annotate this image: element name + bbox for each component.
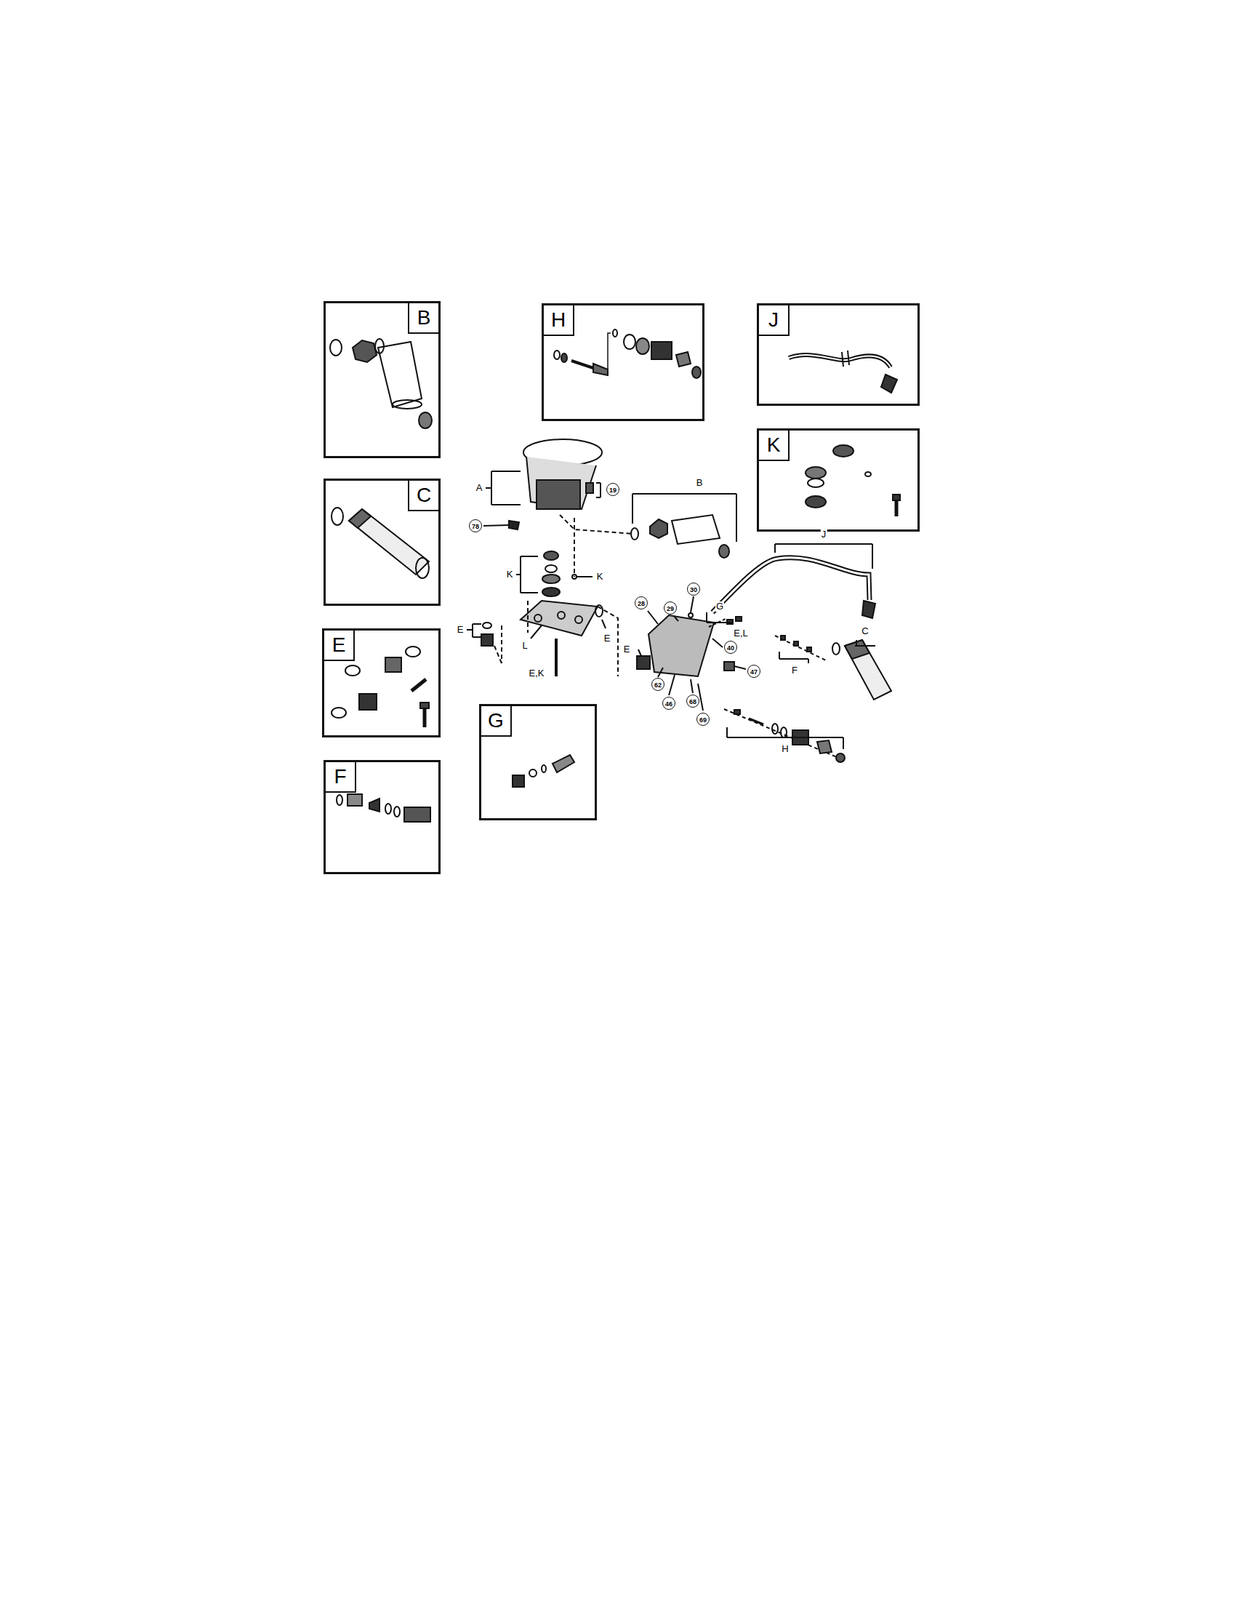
inset-box: J (756, 303, 920, 406)
callout-number: 29 (663, 601, 677, 615)
inset-box: B (323, 300, 441, 459)
inset-g-parts (512, 754, 575, 787)
inset-b-parts (330, 338, 432, 429)
callout-letter: E,K (528, 668, 546, 679)
callout-letter: E (456, 624, 465, 635)
callout-number: 40 (724, 640, 738, 654)
inset-letter: B (407, 303, 439, 334)
inset-letter: E (324, 630, 355, 661)
callout-letter: L (521, 640, 528, 651)
callout-number: 19 (606, 482, 620, 496)
inset-f-parts (336, 793, 431, 822)
inset-box: E (322, 628, 441, 738)
inset-letter: K (758, 430, 790, 461)
inset-k-parts (805, 444, 901, 517)
inset-letter: F (325, 761, 357, 793)
inset-j-parts (788, 350, 898, 393)
inset-box: K (756, 428, 920, 532)
callout-letter: A (475, 482, 484, 493)
callout-letter: E (603, 633, 612, 644)
callout-letter: K (596, 571, 605, 582)
inset-box: H (541, 303, 705, 421)
callout-number: 62 (651, 677, 665, 691)
inset-letter: H (543, 305, 575, 336)
callout-number: 30 (687, 582, 701, 596)
pump-assembly (466, 439, 892, 762)
callout-number: 69 (696, 712, 710, 726)
callout-letter: E (623, 644, 632, 655)
callout-number: 78 (468, 519, 483, 533)
inset-box: G (479, 703, 597, 821)
callout-letter: E,L (732, 628, 749, 639)
callout-letter: K (505, 569, 514, 580)
inset-box: C (323, 478, 441, 606)
inset-h-parts (553, 329, 701, 379)
inset-letter: C (407, 480, 439, 512)
callout-letter: B (695, 477, 704, 488)
inset-c-parts (331, 507, 429, 578)
inset-letter: G (481, 705, 512, 737)
callout-letter: C (860, 625, 869, 637)
callout-number: 46 (662, 696, 676, 710)
callout-number: 47 (747, 664, 761, 678)
callout-number: 68 (686, 694, 700, 708)
inset-letter: J (758, 305, 790, 336)
inset-box: F (323, 759, 441, 874)
callout-number: 28 (634, 596, 648, 610)
callout-letter: J (820, 529, 828, 540)
callout-letter: F (790, 665, 799, 676)
callout-letter: H (780, 743, 789, 754)
callout-letter: G (715, 601, 725, 612)
